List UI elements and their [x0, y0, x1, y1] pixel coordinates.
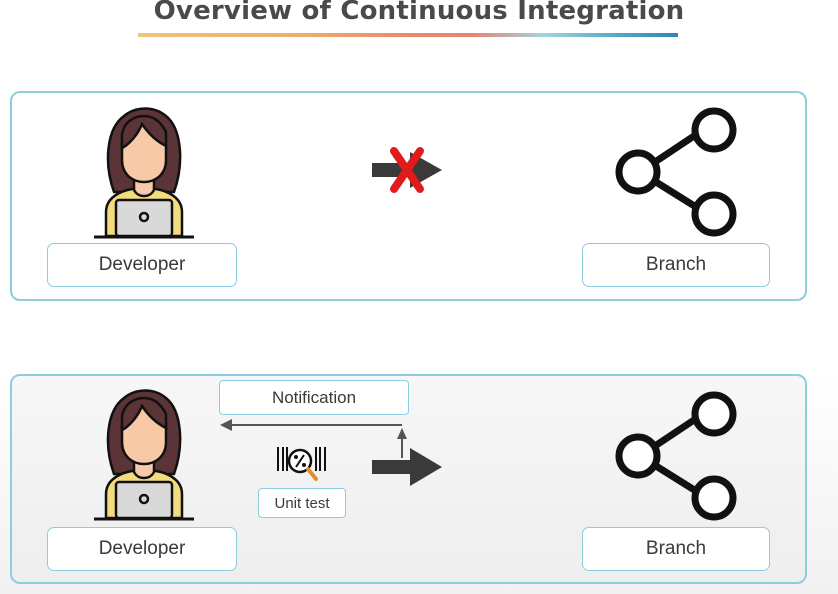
unit-test-box: Unit test — [258, 488, 346, 518]
notification-box: Notification — [219, 380, 409, 415]
developer-icon — [94, 107, 194, 239]
developer-label-text: Developer — [98, 254, 186, 275]
unit-test-label: Unit test — [274, 494, 330, 512]
pass-arrow-icon — [372, 448, 442, 486]
branch-icon — [615, 107, 737, 237]
branch-icon — [615, 391, 737, 521]
branch-label-bottom: Branch — [582, 527, 770, 571]
developer-icon — [94, 389, 194, 521]
developer-label-top: Developer — [47, 243, 237, 287]
developer-label-bottom: Developer — [47, 527, 237, 571]
branch-label-top: Branch — [582, 243, 770, 287]
unit-test-icon — [277, 447, 326, 481]
blocked-arrow-icon — [372, 147, 442, 193]
notification-label: Notification — [271, 387, 357, 407]
notification-return-arrow — [220, 419, 407, 458]
diagram-title: Overview of Continuous Integration — [153, 0, 685, 26]
branch-label-text: Branch — [645, 254, 707, 275]
title-underline — [138, 33, 678, 37]
branch-label-text: Branch — [645, 538, 707, 559]
developer-label-text: Developer — [98, 538, 186, 559]
